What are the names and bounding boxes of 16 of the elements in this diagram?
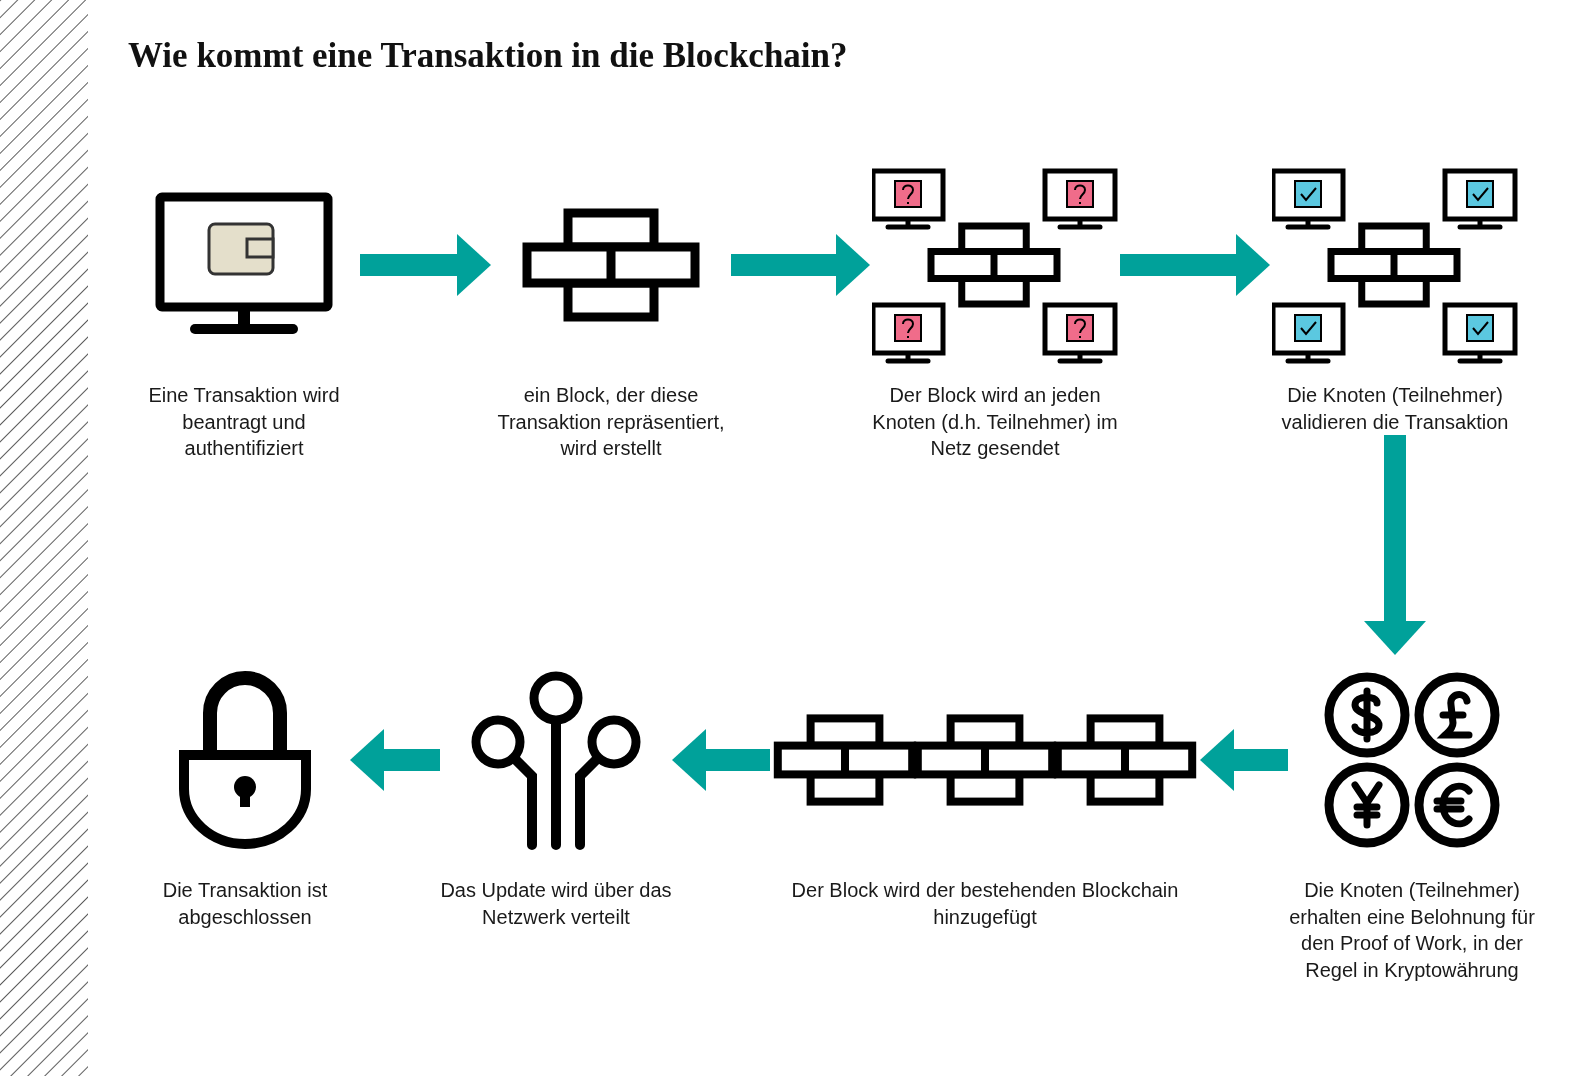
step-caption: Die Transaktion ist abgeschlossen (161, 878, 329, 930)
arrow (1364, 435, 1426, 655)
step-caption: Die Knoten (Teilnehmer) erhalten eine Belohnung für den Proof of Work, in der Regel in Kryptowährung (1288, 878, 1536, 983)
arrow (1200, 729, 1288, 791)
step-caption: Die Knoten (Teilnehmer) validieren die Transaktion (1280, 383, 1510, 435)
step-caption: Das Update wird über das Netzwerk verteilt (440, 878, 672, 930)
step-caption: Eine Transaktion wird beantragt und authentifiziert (147, 383, 341, 461)
step-caption: ein Block, der diese Transaktion repräsentiert, wird erstellt (496, 383, 726, 461)
arrow (731, 234, 870, 296)
arrow (1120, 234, 1270, 296)
arrow (360, 234, 491, 296)
arrow (350, 729, 440, 791)
title: Wie kommt eine Transaktion in die Blockchain? (128, 36, 848, 76)
step-caption: Der Block wird an jeden Knoten (d.h. Teilnehmer) im Netz gesendet (871, 383, 1119, 461)
arrow (672, 729, 770, 791)
step-caption: Der Block wird der bestehenden Blockchain hinzugefügt (790, 878, 1180, 930)
